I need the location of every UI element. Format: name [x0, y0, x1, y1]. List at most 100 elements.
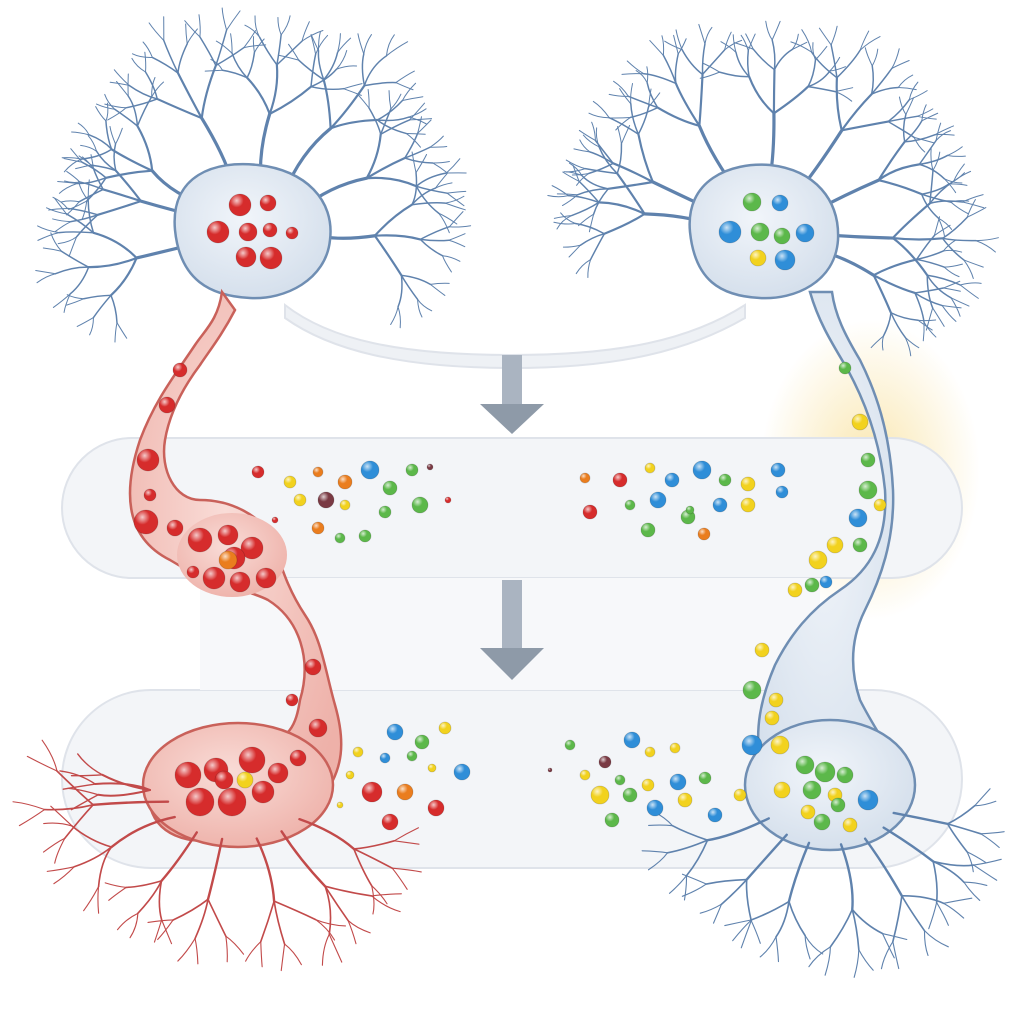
red-terminal-branch	[371, 885, 375, 915]
blue-neuron-dendrite	[942, 239, 957, 252]
red-terminal-branch	[371, 895, 401, 913]
blue-neuron-dendrite	[891, 236, 929, 277]
red-neuron-dendrite	[95, 106, 107, 122]
blue-terminal-branch	[720, 878, 748, 906]
red-neuron-dendrite	[373, 234, 422, 241]
yellow-released-particle-shine	[284, 476, 296, 488]
blue-neuron-dendrite	[921, 104, 927, 122]
blue-neuron-dendrite	[904, 336, 920, 349]
blue-neuron-dendrite	[597, 201, 646, 215]
blue-terminal-branch	[881, 932, 908, 941]
red-neuron-dendrite	[363, 81, 397, 87]
blue-neuron-dendrite	[699, 71, 721, 79]
red-terminal-branch	[347, 919, 357, 945]
red-vesicle-shine	[167, 520, 183, 536]
blue-neuron-dendrite	[748, 75, 776, 115]
red-terminal-branch	[97, 885, 100, 914]
blue-neuron-dendrite	[681, 48, 704, 76]
blue-neuron-dendrite	[635, 70, 648, 84]
blue-neuron-dendrite	[674, 53, 679, 85]
blue-neuron-dendrite	[801, 29, 813, 53]
blue-terminal-branch	[936, 901, 949, 926]
red-terminal-branch	[83, 885, 100, 912]
blue-terminal-branch	[892, 811, 949, 826]
blue-terminal-branch	[724, 919, 753, 927]
blue-terminal-branch	[980, 833, 1000, 849]
blue-neuron-dendrite	[807, 70, 831, 88]
dark-released-particle-shine	[548, 768, 552, 772]
red-terminal-branch	[108, 886, 127, 901]
green-vesicle-shine	[743, 193, 761, 211]
red-terminal-branch	[147, 919, 174, 924]
red-terminal-branch	[97, 846, 113, 888]
blue-neuron-dendrite	[698, 73, 704, 127]
red-neuron-dendrite	[368, 107, 382, 135]
red-terminal-branch	[371, 893, 402, 897]
blue-neuron-dendrite	[818, 27, 832, 46]
red-neuron-dendrite	[404, 157, 434, 164]
blue-neuron-dendrite	[887, 115, 918, 123]
blue-terminal-branch	[666, 839, 709, 854]
yellow-released-particle-shine	[439, 722, 451, 734]
blue-vesicle-shine	[772, 195, 788, 211]
blue-neuron-dendrite	[918, 139, 937, 166]
red-neuron-dendrite	[81, 161, 107, 179]
blue-neuron-dendrite	[576, 172, 590, 186]
blue-terminal-branch	[923, 930, 929, 957]
yellow-vesicle-shine	[771, 736, 789, 754]
blue-neuron-dendrite	[613, 80, 629, 97]
yellow-vesicle-shine	[765, 711, 779, 725]
blue-neuron-dendrite	[591, 121, 596, 142]
red-neuron-dendrite	[429, 283, 446, 296]
blue-terminal-branch	[880, 941, 894, 970]
red-neuron-dendrite	[210, 58, 223, 71]
red-terminal-branch	[125, 880, 163, 889]
down-arrow-upper	[480, 355, 544, 434]
red-neuron-dendrite	[60, 200, 80, 203]
green-vesicle-shine	[814, 814, 830, 830]
red-neuron-dendrite	[276, 34, 282, 66]
blue-neuron-dendrite	[595, 127, 600, 148]
blue-neuron-dendrite	[975, 237, 999, 242]
red-terminal-branch	[158, 880, 163, 921]
red-vesicle-shine	[175, 762, 201, 788]
red-neuron-dendrite	[246, 76, 271, 115]
red-neuron-dendrite	[379, 108, 392, 135]
blue-vesicle-shine	[775, 250, 795, 270]
red-terminal-branch	[280, 943, 286, 972]
red-vesicle-shine	[218, 788, 246, 816]
blue-released-particle-shine	[387, 724, 403, 740]
blue-neuron-dendrite	[732, 34, 737, 53]
red-terminal-branch	[260, 941, 263, 968]
yellow-vesicle-shine	[827, 537, 843, 553]
red-neuron-dendrite	[110, 294, 118, 324]
red-terminal-branch	[273, 900, 317, 921]
yellow-vesicle-shine	[809, 551, 827, 569]
red-terminal-branch	[157, 919, 174, 941]
blue-neuron-dendrite	[953, 170, 972, 182]
red-terminal-branch	[328, 933, 343, 963]
blue-terminal-branch	[946, 823, 982, 835]
blue-neuron-dendrite	[872, 274, 893, 314]
blue-neuron-dendrite	[579, 232, 606, 246]
red-neuron-dendrite	[204, 69, 223, 72]
blue-terminal-branch	[750, 900, 790, 921]
blue-neuron-dendrite	[626, 60, 645, 75]
blue-neuron-dendrite	[914, 292, 943, 307]
red-neuron-dendrite	[58, 183, 78, 194]
red-neuron-dendrite	[246, 51, 256, 79]
green-vesicle-shine	[751, 223, 769, 241]
blue-neuron-dendrite	[661, 35, 665, 56]
blue-neuron-dendrite	[584, 167, 618, 175]
red-neuron-dendrite	[104, 169, 154, 179]
green-released-particle-shine	[412, 497, 428, 513]
blue-neuron-dendrite	[966, 207, 987, 218]
red-neuron-dendrite	[373, 234, 403, 277]
yellow-released-particle-shine	[678, 793, 692, 807]
red-neuron-dendrite	[335, 49, 348, 70]
blue-terminal-branch	[923, 930, 949, 948]
blue-neuron-dendrite	[579, 139, 591, 153]
red-neuron-dendrite	[95, 150, 117, 172]
blue-neuron-dendrite	[840, 92, 873, 132]
red-neuron-dendrite	[107, 107, 127, 121]
